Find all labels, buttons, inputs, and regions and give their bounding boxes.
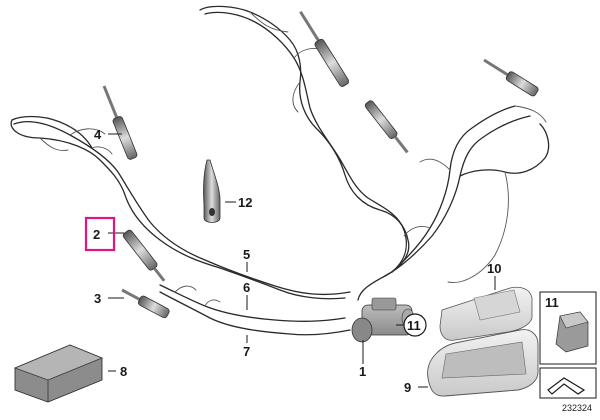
arrow-icon <box>547 377 586 395</box>
strut-upper-middle <box>364 100 409 154</box>
inset-panel <box>539 291 597 399</box>
callout-11-circle: 11 <box>407 318 421 333</box>
callout-7: 7 <box>243 344 250 359</box>
callout-4: 4 <box>94 127 102 142</box>
sensor-part-12 <box>203 159 221 223</box>
callout-12: 12 <box>238 195 252 210</box>
strut-upper-right <box>483 58 539 97</box>
wiring-harness <box>10 5 550 336</box>
callout-8: 8 <box>120 364 127 379</box>
strut-part-4 <box>102 85 138 160</box>
callout-5: 5 <box>243 247 250 262</box>
highlight-box-2 <box>84 216 116 252</box>
callout-2: 2 <box>93 227 100 242</box>
tray-part-9 <box>427 329 539 397</box>
callout-3: 3 <box>94 291 101 306</box>
reference-number: 232324 <box>562 403 592 413</box>
callout-6: 6 <box>243 280 250 295</box>
callout-9: 9 <box>404 380 411 395</box>
strut-part-3 <box>121 288 170 319</box>
cover-part-10 <box>439 286 533 341</box>
leader-lines <box>108 133 496 388</box>
callout-1: 1 <box>359 364 366 379</box>
strut-top-center <box>299 10 350 87</box>
callout-10: 10 <box>487 261 501 276</box>
callout-circle-11 <box>403 313 427 337</box>
box-part-8 <box>13 344 104 403</box>
callout-11-inset: 11 <box>545 295 559 310</box>
strut-part-2 <box>122 229 166 282</box>
